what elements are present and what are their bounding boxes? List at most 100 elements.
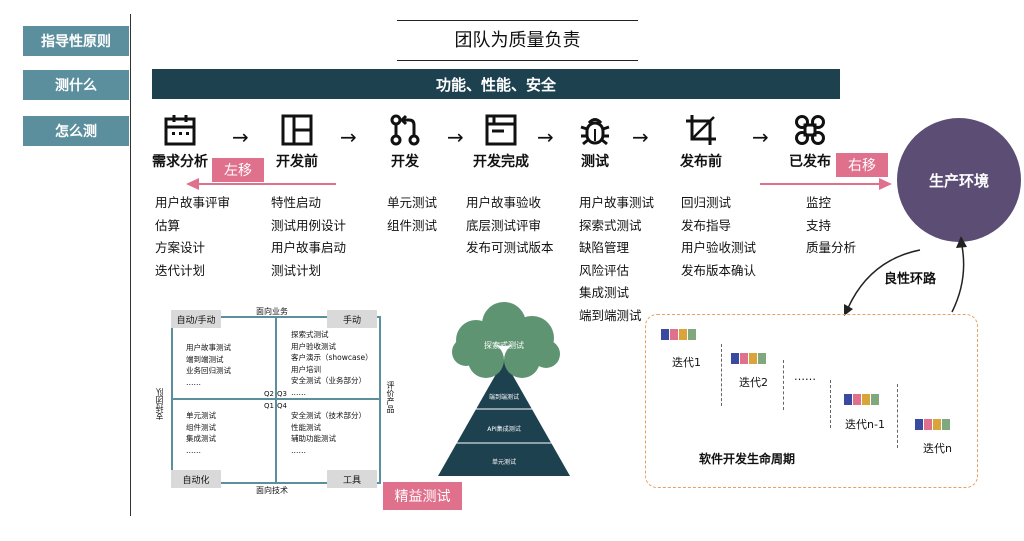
list-item: 特性启动 — [271, 195, 322, 210]
activities-pre-release: 回归测试 发布指导 用户验收测试 发布版本确认 — [681, 192, 756, 282]
stage-label: 开发前 — [276, 154, 318, 170]
stage-label: 开发 — [391, 154, 419, 170]
list-item: 组件测试 — [387, 217, 438, 233]
stage-test: 测试 — [550, 113, 640, 171]
corner-auto-manual: 自动/手动 — [171, 310, 221, 328]
list-item: 安全测试（业务部分） — [291, 376, 366, 385]
shift-right-badge: 右移 — [836, 153, 888, 177]
list-item: 用户故事验收 — [466, 195, 542, 210]
page-title: 团队为质量负责 — [454, 30, 581, 51]
corner-label: 工具 — [342, 475, 361, 486]
production-label: 生产环境 — [928, 171, 989, 190]
crop-icon — [686, 115, 716, 145]
list-item: 发布可测试版本 — [466, 240, 554, 255]
list-item: 方案设计 — [155, 240, 206, 255]
list-item: 客户演示（showcase） — [291, 353, 373, 362]
arrow-right-icon: → — [537, 125, 554, 149]
quadrant-right-label: 评价产品 — [386, 381, 395, 413]
list-item: 风险评估 — [579, 262, 630, 278]
stage-dev: 开发 — [360, 113, 450, 171]
list-item: 业务回归测试 — [186, 366, 231, 375]
list-item: 安全测试（技术部分） — [291, 411, 366, 420]
list-item: 发布指导 — [681, 217, 732, 233]
list-item: 发布版本确认 — [681, 262, 757, 278]
corner-label: 手动 — [342, 315, 361, 326]
iteration-label: 迭代1 — [672, 356, 701, 369]
iteration-divider — [897, 384, 899, 448]
list-item: 端到端测试 — [186, 354, 224, 364]
list-item: 估算 — [155, 217, 181, 233]
q4-label: Q4 — [277, 402, 287, 410]
corner-automation: 自动化 — [171, 470, 221, 488]
iteration-label: 迭代n — [923, 442, 952, 455]
shift-left-arrow-icon — [186, 178, 336, 190]
q1-list: 单元测试 组件测试 集成测试 …… — [186, 410, 216, 456]
q3-list: 探索式测试 用户验收测试 客户演示（showcase） 用户培训 安全测试（业务… — [291, 329, 373, 398]
list-item: 监控 — [806, 195, 832, 210]
iteration-divider — [783, 360, 785, 410]
stage-requirements: 需求分析 — [135, 113, 225, 171]
q1-label: Q1 — [264, 402, 274, 410]
iteration-divider — [830, 380, 832, 428]
list-item: 缺陷管理 — [579, 240, 630, 255]
quadrant-lines — [171, 316, 381, 484]
sidebar-item-what: 测什么 — [23, 70, 129, 100]
iteration-ellipsis: …… — [794, 370, 816, 383]
iteration-blocks — [915, 419, 951, 438]
corner-tools: 工具 — [327, 470, 377, 488]
list-item: 用户验收测试 — [291, 341, 336, 351]
shift-right-label: 右移 — [848, 158, 876, 174]
activities-dev-done: 用户故事验收 底层测试评审 发布可测试版本 — [466, 192, 554, 260]
corner-label: 自动化 — [182, 475, 210, 486]
list-item: 辅助功能测试 — [291, 434, 336, 443]
cycle-label: 良性环路 — [884, 272, 937, 287]
corner-label: 自动/手动 — [176, 315, 216, 326]
list-item: 组件测试 — [186, 422, 216, 432]
list-item: 端到端测试 — [579, 307, 642, 323]
stage-pre-dev: 开发前 — [252, 113, 342, 171]
arrow-right-icon: → — [232, 125, 249, 149]
iteration-blocks — [661, 329, 697, 348]
arrow-right-icon: → — [752, 125, 769, 149]
activities-dev: 单元测试 组件测试 — [387, 192, 437, 237]
title-bottom-rule — [397, 60, 638, 61]
sidebar-item-label: 怎么测 — [55, 124, 97, 140]
q2-label: Q2 — [264, 390, 274, 398]
list-item: 底层测试评审 — [466, 217, 542, 233]
iteration-label: 迭代2 — [739, 376, 768, 389]
activities-pre-dev: 特性启动 测试用例设计 用户故事启动 测试计划 — [271, 192, 346, 282]
sidebar-item-label: 测什么 — [55, 78, 97, 94]
sidebar-item-principles: 指导性原则 — [23, 26, 129, 56]
quadrant-top-label: 面向业务 — [256, 307, 288, 316]
stage-pre-release: 发布前 — [656, 113, 746, 171]
list-item: 单元测试 — [387, 195, 438, 210]
production-circle: 生产环境 — [897, 118, 1021, 242]
list-item: 质量分析 — [806, 240, 857, 255]
list-item: 探索式测试 — [291, 330, 329, 339]
arrow-right-icon: → — [632, 125, 649, 149]
lifecycle-frame — [645, 314, 978, 488]
iteration-label: 迭代n-1 — [845, 418, 885, 431]
command-icon — [795, 115, 825, 145]
what-bar: 功能、性能、安全 — [152, 69, 840, 99]
lean-testing-label: 精益测试 — [394, 489, 451, 505]
list-item: 用户故事测试 — [579, 195, 655, 210]
stage-label: 开发完成 — [473, 154, 529, 170]
bug-icon — [580, 118, 610, 146]
shift-right-arrow-icon — [760, 178, 892, 190]
list-item: 用户故事启动 — [271, 240, 347, 255]
test-pyramid — [438, 302, 570, 476]
q3-label: Q3 — [277, 390, 287, 398]
list-item: 探索式测试 — [579, 217, 642, 233]
arrow-right-icon: → — [340, 125, 357, 149]
iteration-blocks — [731, 353, 767, 372]
list-item: 支持 — [806, 217, 832, 233]
sidebar-divider — [130, 14, 131, 516]
sidebar-item-label: 指导性原则 — [41, 34, 111, 50]
stage-label: 测试 — [581, 154, 609, 170]
list-item: 集成测试 — [579, 285, 630, 300]
corner-manual: 手动 — [327, 310, 377, 328]
activities-requirements: 用户故事评审 估算 方案设计 迭代计划 — [155, 192, 230, 282]
list-item: 回归测试 — [681, 195, 732, 210]
list-item: 用户培训 — [291, 364, 321, 374]
